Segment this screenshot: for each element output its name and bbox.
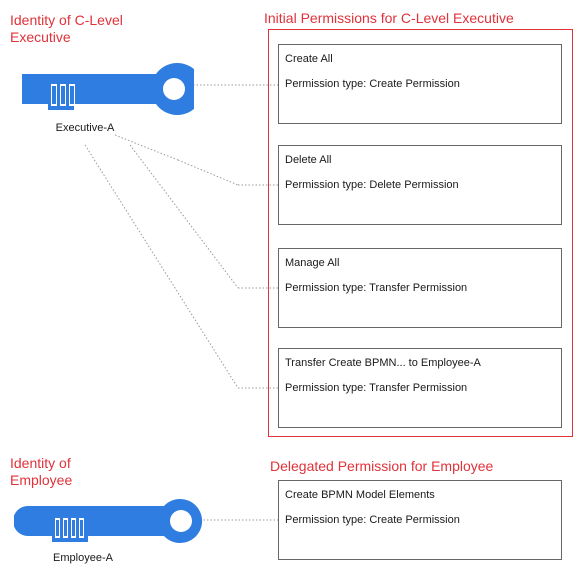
connector-manage-all: [129, 144, 239, 289]
permission-title: Create All: [285, 53, 333, 65]
permission-type-value: Transfer Permission: [369, 282, 468, 294]
permission-title: Delete All: [285, 154, 332, 166]
employee-key-label: Employee-A: [53, 552, 113, 564]
permission-box-delete-all: Delete All Permission type: Delete Permi…: [278, 145, 562, 225]
permission-title: Manage All: [285, 257, 340, 269]
initial-permissions-heading: Initial Permissions for C-Level Executiv…: [264, 10, 514, 26]
permission-type-value: Transfer Permission: [369, 382, 468, 394]
permission-type-line: Permission type: Create Permission: [285, 513, 555, 527]
initial-permissions-frame: [268, 29, 573, 437]
permission-box-create-all: Create All Permission type: Create Permi…: [278, 44, 562, 124]
permission-title: Transfer Create BPMN... to Employee-A: [285, 357, 481, 369]
permission-type-line: Permission type: Transfer Permission: [285, 381, 555, 395]
permission-type-line: Permission type: Create Permission: [285, 77, 555, 91]
permission-type-prefix: Permission type:: [285, 78, 367, 90]
employee-identity-heading: Identity of Employee: [10, 455, 73, 488]
permission-type-prefix: Permission type:: [285, 179, 367, 191]
permission-box-transfer-create: Transfer Create BPMN... to Employee-A Pe…: [278, 348, 562, 428]
permission-type-value: Delete Permission: [369, 179, 459, 191]
permission-type-line: Permission type: Delete Permission: [285, 178, 555, 192]
connector-transfer: [84, 144, 239, 389]
permission-type-prefix: Permission type:: [285, 382, 367, 394]
connector-delete-all: [114, 134, 179, 161]
permission-box-delegated: Create BPMN Model Elements Permission ty…: [278, 480, 562, 560]
permission-type-line: Permission type: Transfer Permission: [285, 281, 555, 295]
permission-type-prefix: Permission type:: [285, 282, 367, 294]
key-icon: [22, 63, 194, 115]
connector-delete-all: [177, 159, 239, 186]
permission-title: Create BPMN Model Elements: [285, 489, 435, 501]
permission-box-manage-all: Manage All Permission type: Transfer Per…: [278, 248, 562, 328]
executive-key-label: Executive-A: [55, 122, 115, 134]
permission-type-value: Create Permission: [369, 514, 460, 526]
delegated-permission-heading: Delegated Permission for Employee: [270, 458, 494, 474]
key-icon: [14, 499, 203, 543]
permission-type-value: Create Permission: [369, 78, 460, 90]
executive-identity-heading: Identity of C-Level Executive: [10, 12, 123, 45]
permission-type-prefix: Permission type:: [285, 514, 367, 526]
